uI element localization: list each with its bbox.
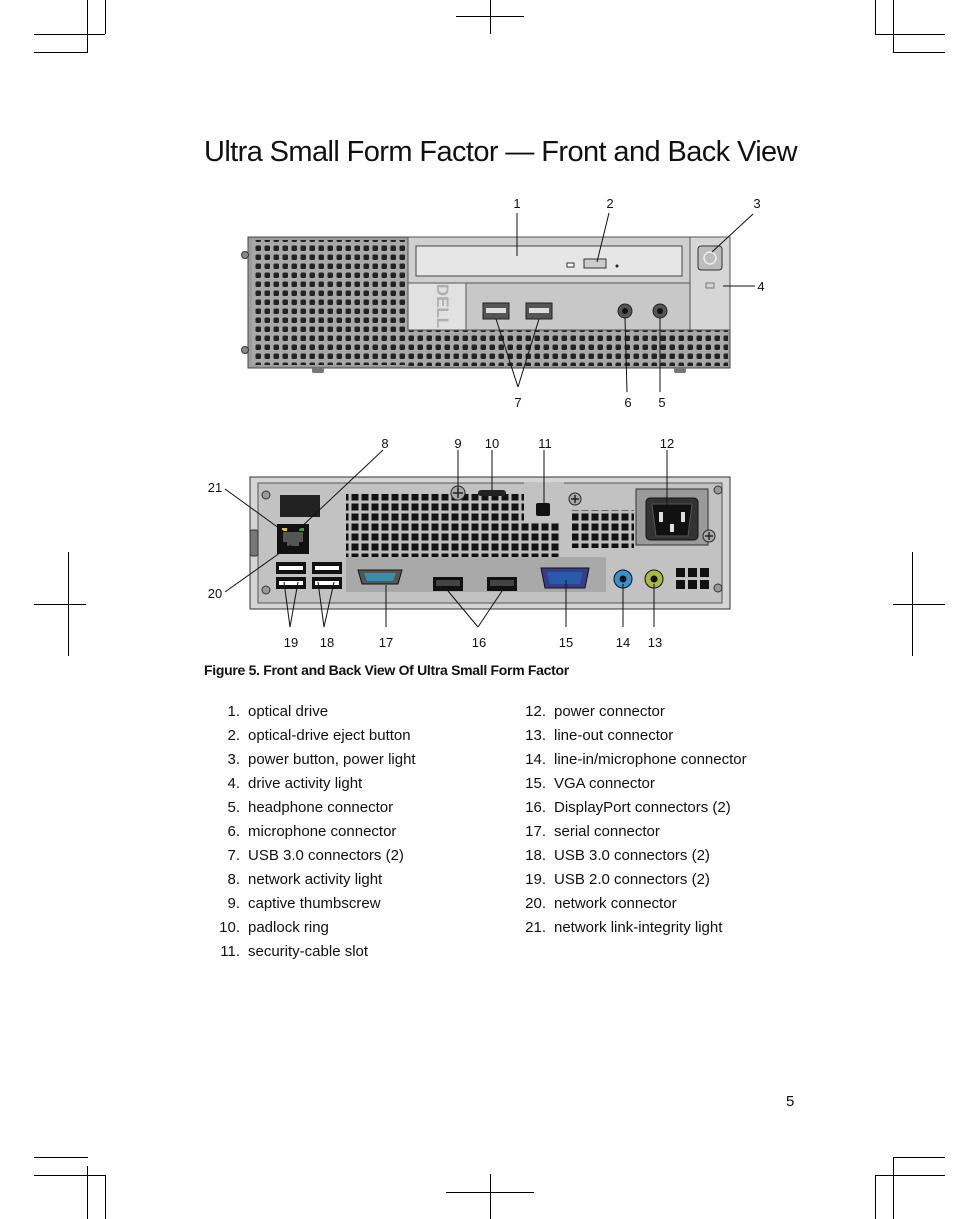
callout-7: 7 bbox=[514, 395, 521, 410]
legend-item: 10. padlock ring bbox=[204, 918, 416, 942]
legend-text: serial connector bbox=[554, 823, 660, 840]
legend-item: 21. network link-integrity light bbox=[510, 918, 747, 942]
legend-text: network connector bbox=[554, 895, 677, 912]
legend-number: 4. bbox=[227, 775, 240, 792]
legend-text: security-cable slot bbox=[248, 943, 369, 960]
callout-8: 8 bbox=[381, 436, 388, 451]
callout-16: 16 bbox=[472, 635, 486, 650]
legend-item: 7. USB 3.0 connectors (2) bbox=[204, 846, 416, 870]
legend-item: 17. serial connector bbox=[510, 822, 747, 846]
legend-text: drive activity light bbox=[248, 775, 363, 792]
legend-number: 3. bbox=[227, 751, 240, 768]
legend-item: 6. microphone connector bbox=[204, 822, 416, 846]
legend-text: power connector bbox=[554, 703, 665, 720]
callout-19: 19 bbox=[284, 635, 298, 650]
legend-item: 8. network activity light bbox=[204, 870, 416, 894]
legend-item: 2. optical-drive eject button bbox=[204, 726, 416, 750]
front-view-illustration: DELL 1 2 3 4 5 6 7 bbox=[241, 196, 765, 410]
legend-item: 19. USB 2.0 connectors (2) bbox=[510, 870, 747, 894]
callout-21: 21 bbox=[208, 480, 222, 495]
legend-number: 15. bbox=[525, 775, 546, 792]
callout-20: 20 bbox=[208, 586, 222, 601]
legend-number: 10. bbox=[219, 919, 240, 936]
legend-item: 1. optical drive bbox=[204, 702, 416, 726]
legend-item: 20. network connector bbox=[510, 894, 747, 918]
legend-number: 13. bbox=[525, 727, 546, 744]
callout-6: 6 bbox=[624, 395, 631, 410]
legend-item: 5. headphone connector bbox=[204, 798, 416, 822]
callout-4: 4 bbox=[757, 279, 764, 294]
legend-number: 7. bbox=[227, 847, 240, 864]
legend-item: 3. power button, power light bbox=[204, 750, 416, 774]
legend-text: headphone connector bbox=[248, 799, 394, 816]
figure-caption: Figure 5. Front and Back View Of Ultra S… bbox=[204, 662, 569, 678]
legend-number: 1. bbox=[227, 703, 240, 720]
legend-text: USB 3.0 connectors (2) bbox=[554, 847, 710, 864]
legend-text: USB 3.0 connectors (2) bbox=[248, 847, 404, 864]
legend-item: 16. DisplayPort connectors (2) bbox=[510, 798, 747, 822]
legend-item: 15. VGA connector bbox=[510, 774, 747, 798]
legend-item: 13. line-out connector bbox=[510, 726, 747, 750]
callout-15: 15 bbox=[559, 635, 573, 650]
legend-number: 9. bbox=[227, 895, 240, 912]
legend-number: 14. bbox=[525, 751, 546, 768]
legend-number: 5. bbox=[227, 799, 240, 816]
callout-3: 3 bbox=[753, 196, 760, 211]
callout-10: 10 bbox=[485, 436, 499, 451]
legend-item: 14. line-in/microphone connector bbox=[510, 750, 747, 774]
callout-12: 12 bbox=[660, 436, 674, 451]
legend-text: network activity light bbox=[248, 871, 383, 888]
page-title: Ultra Small Form Factor — Front and Back… bbox=[204, 136, 798, 168]
legend-number: 12. bbox=[525, 703, 546, 720]
legend-text: USB 2.0 connectors (2) bbox=[554, 871, 710, 888]
legend-number: 11. bbox=[220, 943, 240, 960]
legend-number: 17. bbox=[525, 823, 546, 840]
legend-number: 19. bbox=[525, 871, 546, 888]
legend-left-column: 1. optical drive 2. optical-drive eject but… bbox=[204, 702, 416, 966]
legend-text: microphone connector bbox=[248, 823, 397, 840]
back-view-illustration: 8 9 10 11 12 13 14 15 16 17 18 19 20 21 bbox=[208, 436, 731, 650]
legend-number: 20. bbox=[525, 895, 546, 912]
callout-5: 5 bbox=[658, 395, 665, 410]
legend-item: 18. USB 3.0 connectors (2) bbox=[510, 846, 747, 870]
legend-text: power button, power light bbox=[248, 751, 416, 768]
callout-9: 9 bbox=[454, 436, 461, 451]
legend-number: 6. bbox=[227, 823, 240, 840]
legend-text: line-out connector bbox=[554, 727, 674, 744]
legend-text: VGA connector bbox=[554, 775, 655, 792]
legend-number: 21. bbox=[525, 919, 546, 936]
legend-item: 11. security-cable slot bbox=[204, 942, 416, 966]
callout-18: 18 bbox=[320, 635, 334, 650]
callout-17: 17 bbox=[379, 635, 393, 650]
legend-text: line-in/microphone connector bbox=[554, 751, 747, 768]
legend-item: 12. power connector bbox=[510, 702, 747, 726]
legend-number: 18. bbox=[525, 847, 546, 864]
dell-logo: DELL bbox=[433, 284, 452, 328]
legend-item: 9. captive thumbscrew bbox=[204, 894, 416, 918]
callout-13: 13 bbox=[648, 635, 662, 650]
legend-text: padlock ring bbox=[248, 919, 329, 936]
callout-1: 1 bbox=[513, 196, 520, 211]
callout-14: 14 bbox=[616, 635, 630, 650]
legend-text: captive thumbscrew bbox=[248, 895, 381, 912]
callout-11: 11 bbox=[538, 436, 552, 451]
legend-number: 16. bbox=[525, 799, 546, 816]
legend-number: 8. bbox=[227, 871, 240, 888]
legend-text: optical-drive eject button bbox=[248, 727, 411, 744]
callout-2: 2 bbox=[606, 196, 613, 211]
legend-text: optical drive bbox=[248, 703, 329, 720]
legend-text: DisplayPort connectors (2) bbox=[554, 799, 731, 816]
legend-text: network link-integrity light bbox=[554, 919, 723, 936]
page-number: 5 bbox=[786, 1093, 795, 1110]
legend-item: 4. drive activity light bbox=[204, 774, 416, 798]
legend-number: 2. bbox=[227, 727, 240, 744]
